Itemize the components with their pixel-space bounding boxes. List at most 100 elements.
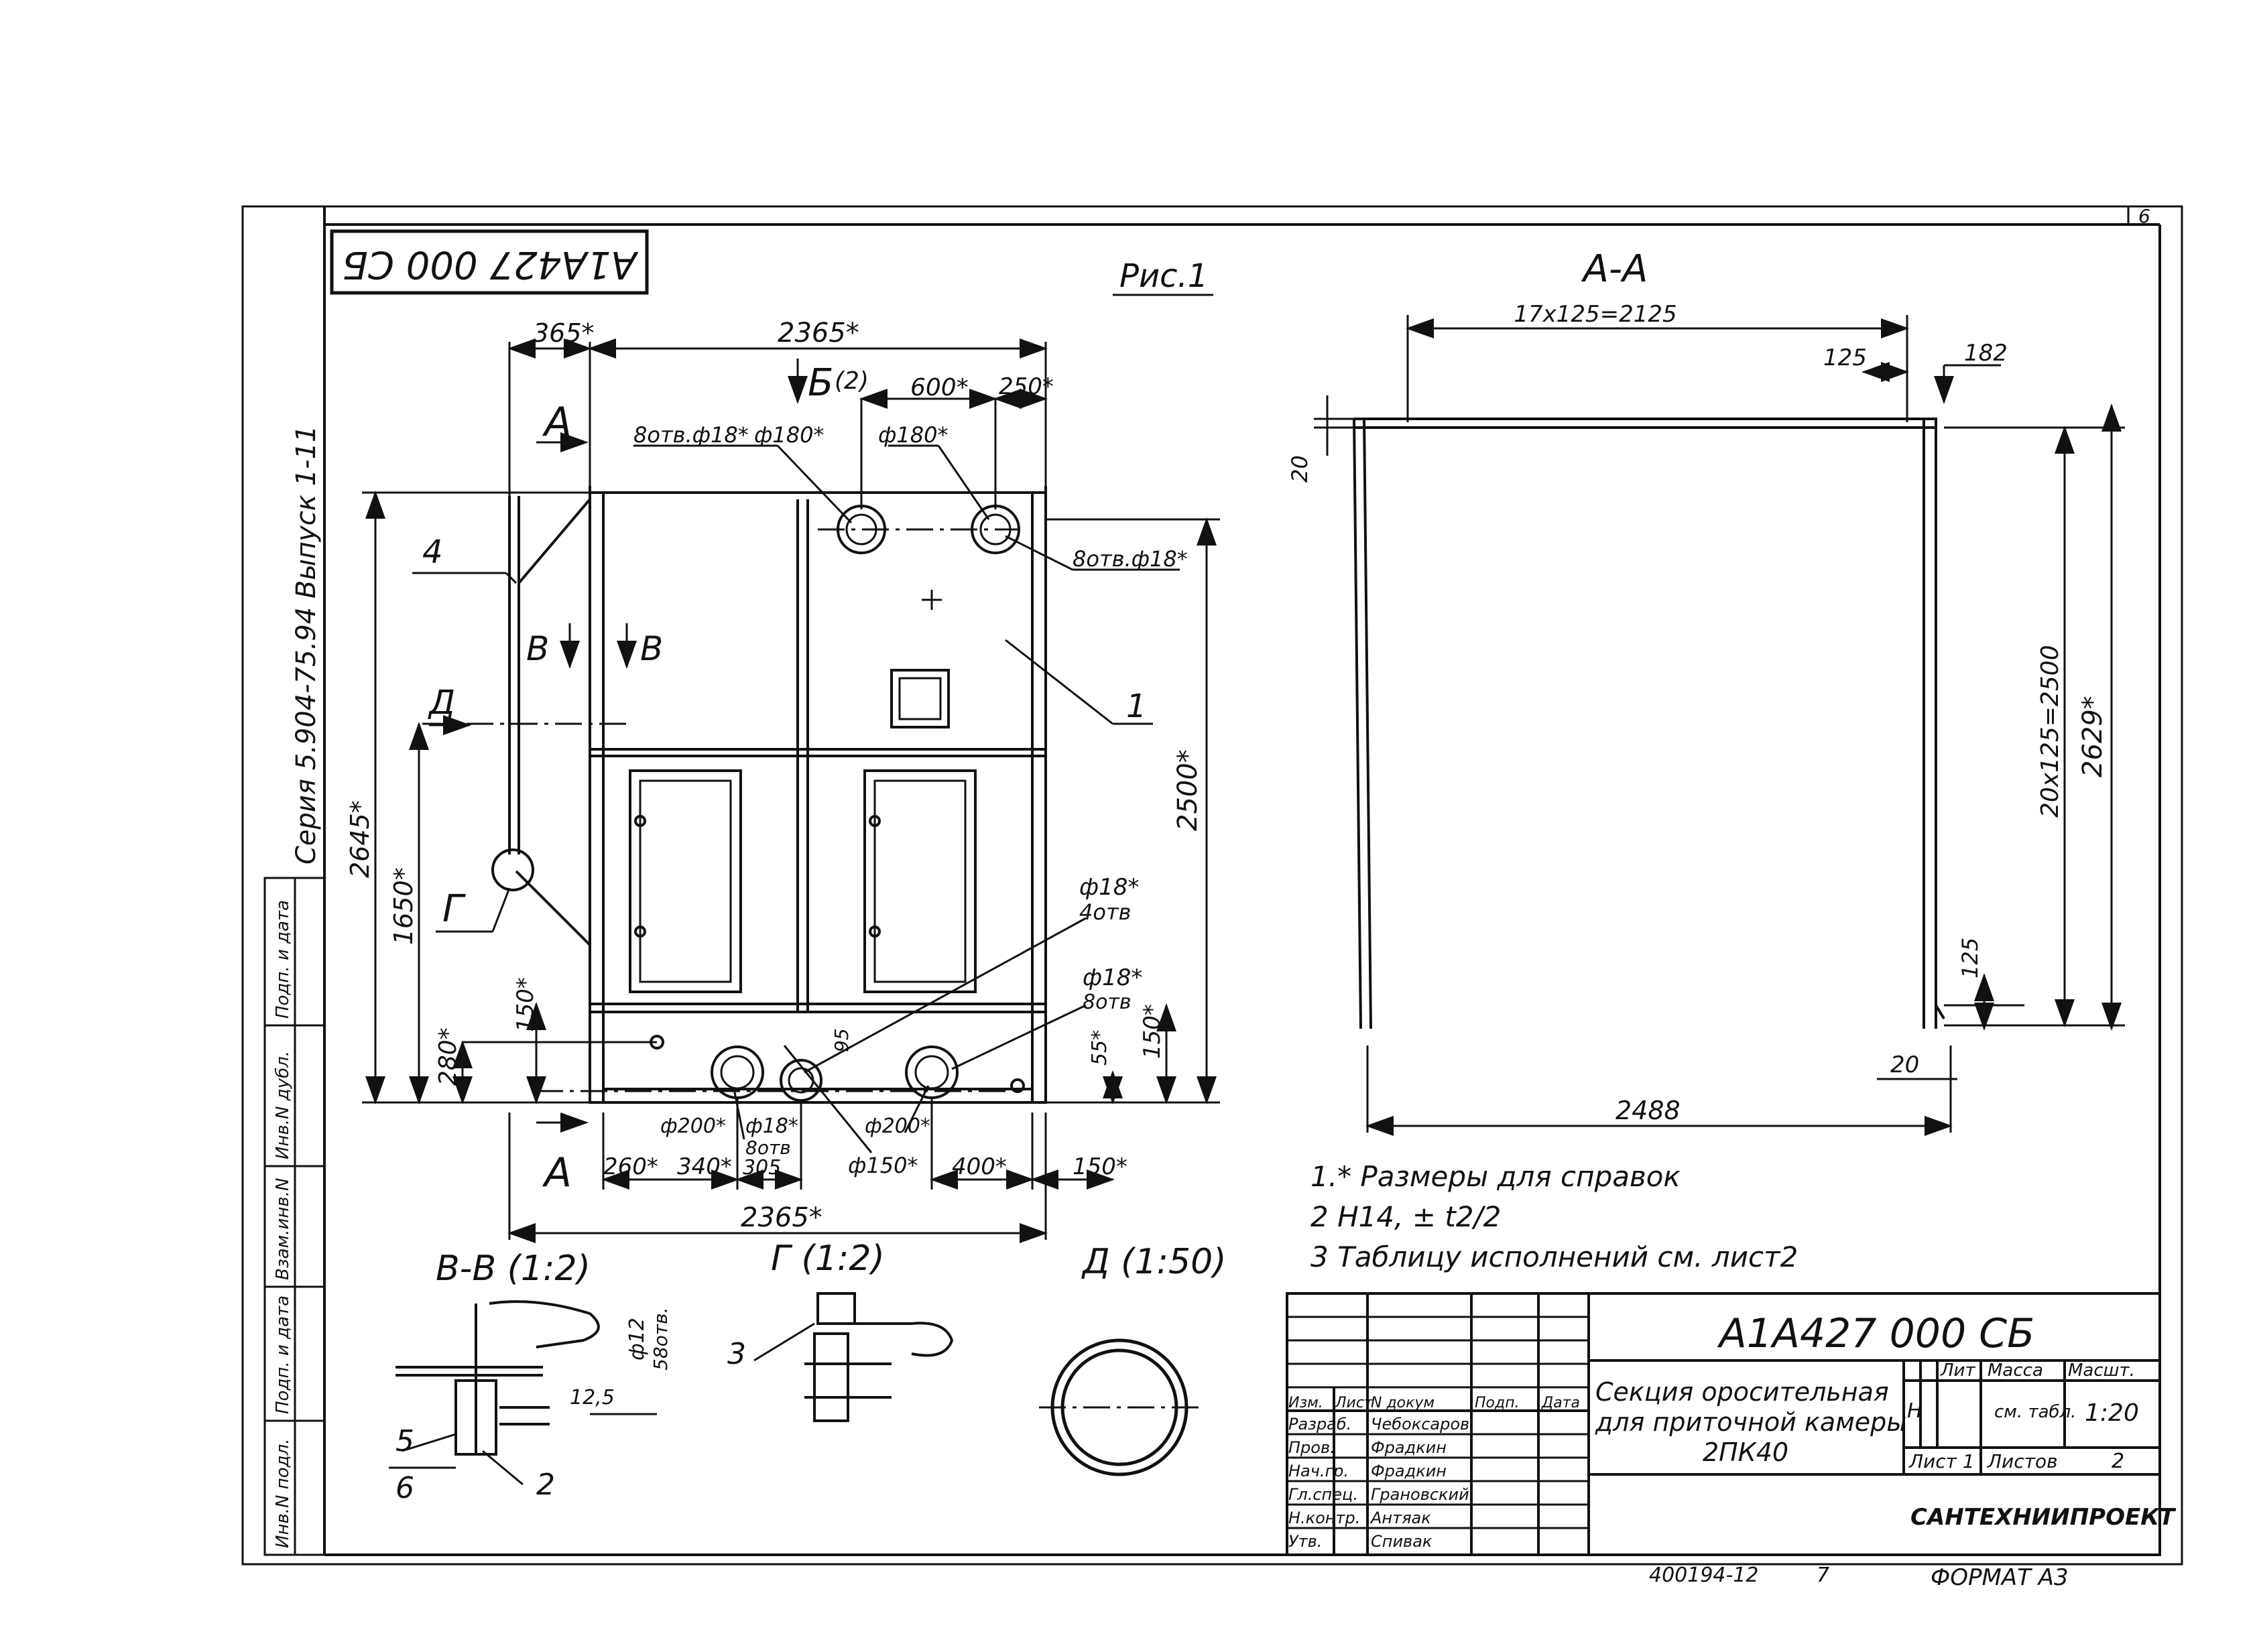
- detail-vv: В-В (1:2) ф12 58отв. 12,5 5 6 2: [389, 1249, 672, 1505]
- tb-name-1: Фрадкин: [1371, 1438, 1447, 1457]
- tb-role-4: Н.контр.: [1288, 1509, 1360, 1527]
- holes-4: 4отв: [1079, 899, 1131, 925]
- dia-150: ф150*: [848, 1153, 918, 1178]
- section-a-top: А: [542, 399, 572, 446]
- tb-mass-header: Масса: [1988, 1360, 2043, 1381]
- tb-col-podp: Подп.: [1475, 1395, 1520, 1411]
- detail-vv-callout-5: 5: [395, 1424, 414, 1458]
- aa-dim-2125: 17x125=2125: [1514, 301, 1676, 328]
- tb-sheets-label: Листов: [1987, 1450, 2058, 1472]
- tb-designation: А1А427 000 СБ: [1717, 1310, 2035, 1357]
- dim-250: 250*: [999, 373, 1054, 400]
- tb-role-3: Гл.спец.: [1288, 1485, 1358, 1504]
- front-dimensions: [362, 338, 1220, 1243]
- detail-g-label: Г: [442, 887, 466, 931]
- detail-d: Д (1:50): [1039, 1242, 1227, 1476]
- stamp-label-0: Инв.N подл.: [273, 1438, 293, 1548]
- dim-2645: 2645*: [345, 800, 375, 878]
- section-aa-view: [1353, 418, 1945, 1029]
- format-text: ФОРМАТ А3: [1931, 1564, 2069, 1591]
- front-labels: 365* 2365* 600* 250* Б (2) А 8отв.ф18* ф…: [345, 318, 1203, 1233]
- tb-name-3: Грановский: [1371, 1485, 1469, 1504]
- aa-dim-125-right: 125: [1957, 938, 1983, 978]
- section-b-label: Б: [808, 361, 833, 405]
- tb-name-line3: 2ПК40: [1703, 1438, 1788, 1467]
- tb-role-1: Пров.: [1288, 1438, 1335, 1457]
- callout-4: 4: [422, 533, 443, 571]
- detail-vv-dia: ф12: [625, 1318, 649, 1360]
- tb-lit-value: Н: [1907, 1399, 1923, 1423]
- stamp-label-1: Подп. и дата: [273, 1295, 293, 1414]
- tb-role-2: Нач.гр.: [1288, 1462, 1349, 1480]
- dia-18-4: ф18*: [1079, 874, 1139, 901]
- section-a-bottom: А: [542, 1149, 572, 1196]
- stamp-label-3: Инв.N дубл.: [273, 1051, 293, 1159]
- dim-150-right: 150*: [1139, 1004, 1166, 1059]
- title-block-text: А1А427 000 СБ Секция оросительная для пр…: [1288, 1310, 2177, 1551]
- holes-8-18-left: 8отв.ф18*: [633, 422, 749, 448]
- tb-name-line1: Секция оросительная: [1595, 1377, 1889, 1407]
- figure-label: Рис.1: [1119, 257, 1208, 295]
- tb-name-2: Фрадкин: [1371, 1462, 1447, 1480]
- dim-150-bottom: 150*: [1073, 1153, 1127, 1180]
- section-v-right: В: [640, 629, 663, 668]
- dim-400: 400*: [952, 1153, 1007, 1180]
- holes-8: 8отв: [1083, 991, 1132, 1014]
- dim-260: 260*: [603, 1153, 658, 1180]
- tb-col-list: Лист: [1335, 1395, 1374, 1411]
- stamp-label-2: Взам.инв.N: [273, 1178, 293, 1280]
- section-v-left: В: [526, 629, 549, 668]
- dia-200-right: ф200*: [865, 1115, 930, 1138]
- tb-name-4: Антяак: [1369, 1509, 1431, 1527]
- aa-dim-125-top: 125: [1823, 344, 1867, 371]
- tb-scale-value: 1:20: [2085, 1399, 2139, 1427]
- dim-340: 340*: [677, 1153, 732, 1180]
- tb-col-izm: Изм.: [1288, 1395, 1323, 1411]
- dim-365: 365*: [533, 318, 595, 348]
- tb-name-5: Спивак: [1371, 1532, 1432, 1551]
- detail-g-callout-3: 3: [727, 1337, 746, 1371]
- dim-280: 280*: [434, 1027, 462, 1086]
- tb-org: САНТЕХНИИПРОЕКТ: [1910, 1504, 2177, 1531]
- dia-180-right: ф180*: [878, 422, 948, 448]
- dim-1650: 1650*: [389, 867, 418, 945]
- dim-305: 305: [743, 1156, 781, 1180]
- side-stamp: [263, 877, 326, 1556]
- dia-180-left: ф180*: [754, 422, 824, 448]
- detail-vv-title: В-В (1:2): [436, 1249, 591, 1289]
- dim-2365-top: 2365*: [778, 318, 859, 348]
- tb-mass-value: см. табл.: [1994, 1402, 2076, 1422]
- stamp-label-4: Подп. и дата: [273, 900, 293, 1019]
- dia-18-b: ф18*: [745, 1115, 798, 1138]
- dia-200-left: ф200*: [660, 1115, 726, 1138]
- detail-vv-callout-6: 6: [395, 1471, 414, 1505]
- detail-vv-callout-2: 2: [536, 1468, 555, 1502]
- aa-dim-2629: 2629*: [2077, 696, 2108, 777]
- callout-1: 1: [1126, 688, 1147, 725]
- page-number: 6: [2138, 205, 2150, 227]
- tb-role-0: Разраб.: [1288, 1415, 1351, 1434]
- note-3: 3 Таблицу исполнений см. лист2: [1310, 1241, 1798, 1273]
- holes-8-18-right: 8отв.ф18*: [1073, 546, 1188, 572]
- tb-name-line2: для приточной камеры: [1595, 1407, 1906, 1437]
- aa-dim-2500: 20x125=2500: [2036, 645, 2064, 818]
- series-text: Серия 5.904-75.94 Выпуск 1-11: [291, 426, 322, 865]
- dia-18-8: ф18*: [1083, 964, 1142, 991]
- section-b-sheet: (2): [835, 367, 869, 395]
- aa-dim-20-left: 20: [1287, 455, 1313, 483]
- tb-scale-header: Масшт.: [2068, 1360, 2135, 1381]
- detail-vv-dim: 12,5: [570, 1386, 615, 1409]
- tb-col-data: Дата: [1541, 1395, 1580, 1411]
- tb-col-ndok: N докум: [1371, 1395, 1435, 1411]
- title-block: [1286, 1292, 2161, 1556]
- dim-600: 600*: [910, 374, 969, 401]
- tb-sheets-value: 2: [2112, 1450, 2124, 1473]
- tb-lit-header: Лит: [1940, 1360, 1975, 1381]
- archive-page: 7: [1817, 1564, 1829, 1587]
- section-aa-title: А-А: [1581, 247, 1648, 291]
- notes: 1.* Размеры для справок 2 Н14, ± t2/2 3 …: [1310, 1160, 1798, 1273]
- holes-8-b: 8отв: [745, 1137, 791, 1159]
- aa-dim-182: 182: [1964, 340, 2008, 367]
- section-d-label: Д: [428, 683, 455, 722]
